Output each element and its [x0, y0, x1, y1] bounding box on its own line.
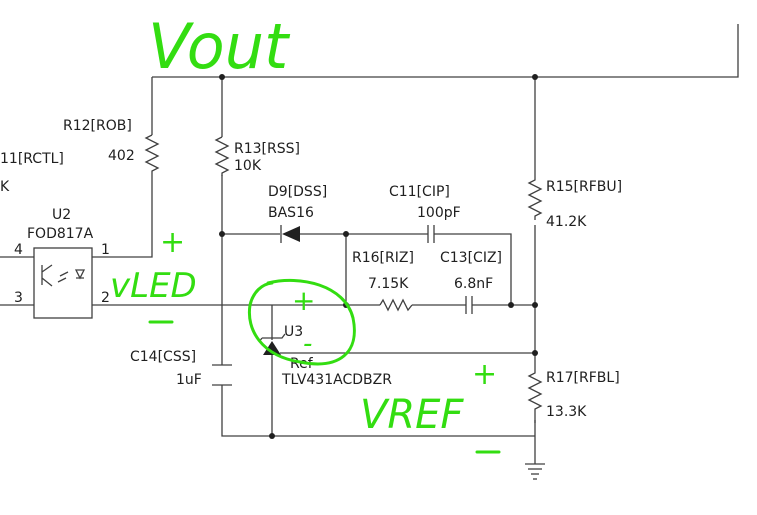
junction [508, 302, 514, 308]
u2-pin4: 4 [14, 242, 23, 258]
r12-value: 402 [108, 148, 135, 164]
junction [343, 231, 349, 237]
r16-value: 7.15K [368, 276, 409, 292]
vout-rail [152, 24, 739, 78]
d9-name: D9[DSS] [268, 184, 327, 200]
c13-capacitor [465, 296, 473, 314]
r12-resistor [144, 134, 160, 175]
c11-name: C11[CIP] [389, 184, 450, 200]
c11-capacitor [427, 225, 435, 243]
vled-plus: + [160, 225, 185, 260]
c11-value: 100pF [417, 205, 461, 221]
u3-name: U3 [284, 324, 303, 340]
d9-diode [280, 225, 300, 243]
u2-optocoupler [33, 247, 93, 319]
c13-value: 6.8nF [454, 276, 493, 292]
component-labels: R12[ROB] 402 11[RCTL] K U2 FOD817A 1 2 3… [0, 118, 622, 420]
c14-capacitor [212, 364, 232, 386]
junction [269, 433, 275, 439]
d9-part: BAS16 [268, 205, 314, 221]
r13-wire [221, 77, 535, 437]
u2-pin2: 2 [101, 290, 110, 306]
r16-resistor [379, 298, 413, 312]
vled-annotation: vLED [110, 266, 197, 306]
r16-name: R16[RIZ] [352, 250, 414, 266]
r11-value: K [0, 179, 10, 195]
u3-wire [271, 305, 535, 436]
u3-part: TLV431ACDBZR [281, 372, 392, 388]
u2-name: U2 [52, 207, 71, 223]
r13-resistor [214, 136, 230, 176]
r17-resistor [527, 365, 543, 423]
c13-name: C13[CIZ] [440, 250, 502, 266]
junction [219, 74, 225, 80]
u2-pin1: 1 [101, 242, 110, 258]
junction [532, 350, 538, 356]
r15-name: R15[RFBU] [546, 179, 622, 195]
d9-row-wire [222, 233, 512, 305]
wires [0, 24, 739, 464]
vout-annotation: Vout [148, 10, 291, 83]
r11-name: 11[RCTL] [0, 151, 64, 167]
vref-plus: + [472, 357, 497, 392]
junction [532, 74, 538, 80]
r17-name: R17[RFBL] [546, 370, 620, 386]
r16-left-wire [345, 234, 535, 306]
r12-name: R12[ROB] [63, 118, 132, 134]
u3-plus: + [292, 284, 315, 317]
r13-name: R13[RSS] [234, 141, 300, 157]
r17-value: 13.3K [546, 404, 587, 420]
u3-circle [247, 278, 356, 366]
vref-annotation: VREF [360, 392, 464, 438]
junction [532, 302, 538, 308]
u3-minus: - [303, 329, 312, 359]
r13-value: 10K [234, 158, 262, 174]
junction [219, 231, 225, 237]
u2-pin3: 3 [14, 290, 23, 306]
u2-part: FOD817A [27, 226, 94, 242]
c14-name: C14[CSS] [130, 349, 196, 365]
r12-wire [92, 77, 153, 258]
annotations: Vout vLED VREF + + - + [110, 10, 501, 454]
r15-resistor [527, 175, 543, 220]
ground-symbol [525, 463, 545, 480]
opto-left-stubs [0, 256, 34, 306]
r15-value: 41.2K [546, 214, 587, 230]
c14-value: 1uF [176, 372, 202, 388]
